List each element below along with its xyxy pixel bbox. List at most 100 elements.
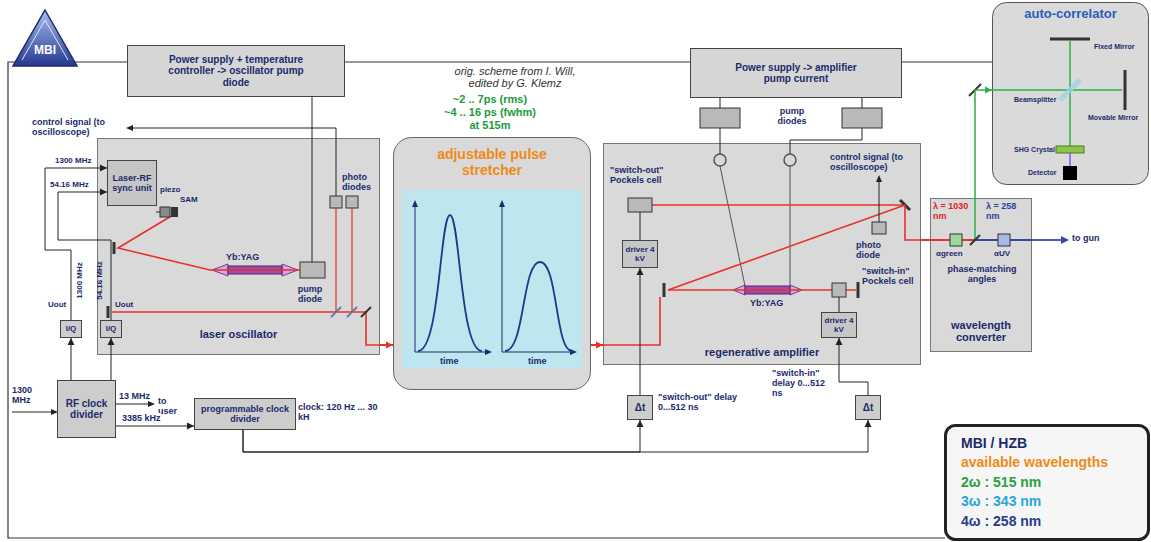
annotation: Yb:YAG (226, 252, 259, 262)
iq-box-shape (61, 321, 82, 338)
annotation: αUV (994, 250, 1010, 259)
connector (243, 420, 644, 452)
optics-rect (300, 262, 325, 278)
optics-rect (346, 196, 358, 208)
box-label: wavelength converter (936, 319, 1026, 344)
optics-polygon (485, 349, 492, 355)
optics-polyline (118, 212, 300, 270)
oscillator-panel: laser oscillatorLaser-RF sync unit (97, 138, 380, 355)
delay-box-shape (856, 396, 881, 420)
power-supply-box: Power supply + temperature controller ->… (127, 45, 345, 97)
annotation: 54.16 MHz (96, 261, 105, 300)
optics-polygon (499, 200, 505, 207)
optics-rect (872, 222, 886, 234)
optics-rect (160, 207, 170, 217)
optics-polyline (132, 128, 336, 196)
iq-box: I/Q (60, 320, 82, 338)
connector (243, 420, 872, 452)
optics-rect (832, 283, 846, 297)
box-text: 4ω : 258 nm (961, 512, 1041, 532)
optics-polygon (412, 200, 418, 207)
annotation: phase-matching angles (936, 264, 1028, 284)
annotation: "switch-out" Pockels cell (610, 165, 682, 185)
box-label: Laser-RF sync unit (109, 173, 155, 194)
optics-line (1069, 153, 1071, 166)
box-label: Power supply + temperature controller ->… (166, 54, 306, 89)
annotation: "switch-out" delay 0...512 ns (658, 392, 748, 412)
arrowhead (865, 420, 872, 427)
optics-line (12, 412, 52, 413)
optics-polygon (570, 349, 577, 355)
driver-box-shape (822, 313, 857, 338)
power-supply-box: Power supply -> amplifier pump current (690, 48, 902, 98)
annotation: time (528, 356, 547, 366)
box-label: Δt (863, 402, 874, 414)
box-label: I/Q (66, 324, 77, 333)
connector (591, 342, 603, 349)
annotation: Uout (48, 301, 66, 310)
box-label: MBI / HZB (961, 434, 1027, 454)
optics-circle (714, 154, 726, 166)
annotation: Movable Mirror (1088, 114, 1138, 122)
connector (68, 338, 75, 380)
optics-rect (1063, 166, 1077, 180)
annotation: orig. scheme from I. Will, edited by G. … (440, 65, 590, 90)
optics-polygon (876, 175, 882, 182)
annotation: control signal (to oscilloscope) (830, 152, 912, 172)
optics-line (415, 352, 486, 353)
connector-line (975, 90, 992, 198)
stretcher-panel: adjustable pulse stretcher (393, 137, 591, 390)
connector (836, 338, 869, 395)
optics-rect (171, 207, 178, 217)
optics-line (415, 206, 416, 352)
driver-box-shape (623, 241, 658, 268)
amplifier-panel-shape (604, 144, 921, 365)
box-label: programmable clock divider (196, 404, 294, 425)
annotation: "switch-in" delay 0...512 ns (772, 368, 836, 398)
connector-line (921, 239, 930, 241)
delay-box-shape (628, 396, 653, 420)
box-text: available wavelengths (961, 453, 1108, 473)
optics-line (857, 282, 860, 298)
annotation: Yb:YAG (750, 298, 783, 308)
connector-line (243, 420, 868, 452)
connector-line (116, 426, 194, 427)
optics-line (720, 143, 721, 154)
arrowhead (100, 189, 107, 196)
annotation: λ = 1030 nm (933, 201, 973, 221)
annotation: 54.16 MHz (50, 181, 89, 190)
annotation: pump diodes (768, 106, 816, 126)
stretcher-panel-shape (394, 138, 591, 390)
optics-line (974, 198, 976, 240)
optics-line (663, 283, 666, 297)
optics-polyline (905, 205, 921, 240)
arrowhead (985, 87, 992, 94)
power-supply-box-shape (691, 49, 902, 98)
optics-line (335, 208, 336, 312)
optics-line (839, 297, 840, 312)
annotation: piezo (160, 186, 180, 195)
connector (45, 165, 107, 321)
autocorrelator-panel: auto-correlator (992, 2, 1149, 185)
optics-rect (402, 190, 582, 368)
optics-polyline (603, 297, 660, 345)
wavelength-box: MBI / HZBavailable wavelengths2ω : 515 n… (945, 425, 1149, 540)
optics-line (351, 208, 352, 312)
annotation: SHG Crystal (1014, 146, 1055, 154)
connector (637, 268, 644, 395)
connector-line (45, 168, 107, 320)
annotation: control signal (to oscilloscope) (32, 117, 124, 137)
optics-polygon (13, 10, 77, 66)
optics-line (1124, 70, 1127, 110)
annotation: clock: 120 Hz ... 30 kH (298, 402, 378, 422)
connector-line (243, 420, 640, 452)
driver-box: driver 4 kV (821, 312, 857, 338)
annotation: 1300 MHz (76, 262, 85, 298)
connector (116, 423, 194, 430)
clock-divider-box-shape (58, 381, 116, 438)
optics-rect (950, 234, 962, 246)
optics-line (113, 242, 116, 254)
iq-box: I/Q (100, 320, 122, 338)
optics-line (668, 289, 856, 291)
